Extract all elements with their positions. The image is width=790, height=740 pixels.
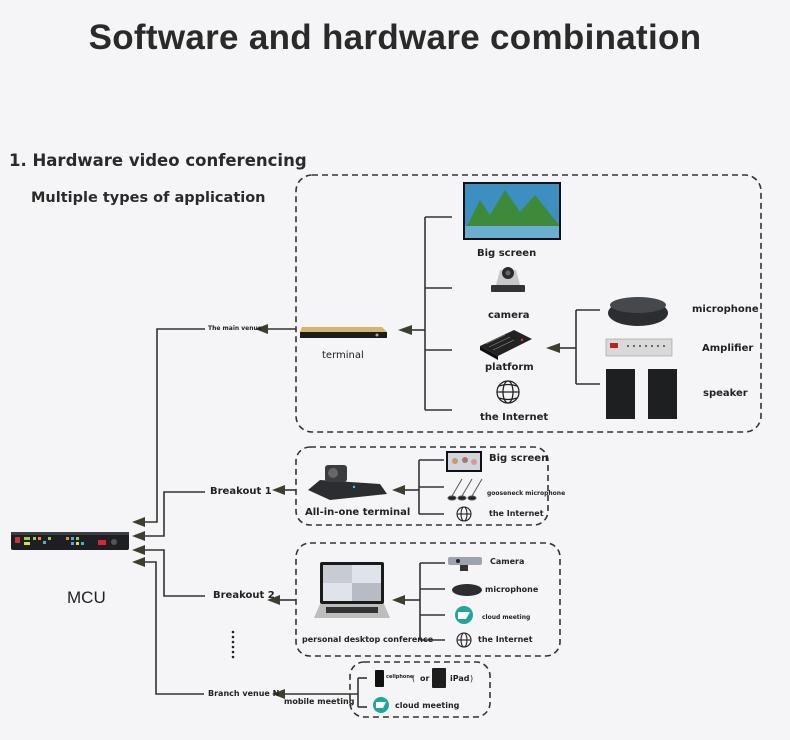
cellphone-icon — [375, 670, 384, 687]
cloud-meeting-icon — [455, 606, 473, 624]
mobile-meeting-label: mobile meeting — [284, 697, 355, 706]
webcam-icon — [448, 557, 482, 571]
camera-label: camera — [488, 310, 530, 321]
mcu-label: MCU — [67, 588, 106, 607]
branch-n-label: Branch venue N — [208, 689, 280, 698]
microphone-label: microphone — [485, 585, 539, 594]
camera-icon — [491, 267, 525, 292]
microphone-puck-icon — [452, 584, 482, 596]
breakout-1-label: Breakout 1 — [210, 486, 272, 497]
breakout-1-line — [140, 491, 205, 537]
section-heading: 1. Hardware video conferencing — [9, 151, 307, 170]
page-title: Software and hardware combination — [88, 18, 702, 57]
personal-desktop-conference-label: personal desktop conference — [302, 635, 434, 644]
amplifier-label: Amplifier — [702, 343, 754, 354]
ipad-label: iPad — [450, 674, 470, 683]
internet-label: the Internet — [478, 635, 533, 644]
arrow-mcu-4 — [132, 557, 145, 567]
terminal-label: terminal — [322, 350, 364, 361]
section-subheading: Multiple types of application — [31, 190, 266, 206]
branch-n-line — [140, 561, 204, 695]
arrow-laptop — [392, 595, 405, 605]
arrow-breakout-2 — [267, 595, 280, 605]
globe-icon — [456, 632, 472, 648]
arrow-platform — [546, 343, 560, 353]
arrow-breakout-1 — [272, 485, 285, 495]
gooseneck-microphone-icon — [447, 478, 483, 501]
breakout-2-line — [140, 549, 205, 597]
gooseneck-microphone-label: gooseneck microphone — [487, 490, 566, 497]
big-screen-icon — [463, 182, 561, 240]
microphone-puck-icon — [608, 297, 668, 326]
or-label: or — [420, 674, 430, 683]
camera-label: Camera — [490, 557, 525, 566]
main-venue-group-box — [295, 174, 762, 433]
mcu-device-icon — [11, 532, 129, 550]
big-screen-label: Big screen — [477, 248, 537, 259]
internet-label: the Internet — [480, 412, 549, 423]
arrow-mcu-2 — [132, 531, 145, 541]
open-paren: ( — [412, 674, 416, 683]
arrow-terminal — [398, 325, 412, 335]
arrow-main-venue — [255, 324, 268, 334]
arrow-branch-n — [272, 689, 285, 699]
close-paren: ) — [470, 674, 474, 683]
speaker-label: speaker — [703, 388, 748, 399]
cloud-meeting-label: cloud meeting — [482, 614, 531, 621]
amplifier-icon — [605, 338, 673, 357]
more-venues-dots — [231, 630, 235, 659]
branch-n-group-box — [349, 661, 491, 718]
terminal-device-icon — [300, 327, 387, 338]
cloud-meeting-icon — [373, 697, 389, 713]
all-in-one-terminal-label: All-in-one terminal — [305, 507, 411, 518]
ipad-icon — [432, 668, 446, 688]
breakout-2-label: Breakout 2 — [213, 590, 275, 601]
main-venue-branch-label: The main venue — [208, 325, 262, 332]
platform-mixer-icon — [480, 330, 532, 360]
globe-icon — [496, 380, 520, 404]
arrow-mcu-1 — [132, 517, 145, 527]
arrow-mcu-3 — [132, 545, 145, 555]
laptop-icon — [314, 562, 390, 618]
big-screen-icon — [446, 451, 482, 472]
cloud-meeting-label: cloud meeting — [395, 701, 460, 710]
big-screen-label: Big screen — [489, 453, 549, 464]
cellphone-label: cellphone — [386, 674, 414, 680]
breakout-1-group-box — [295, 446, 549, 526]
internet-label: the Internet — [489, 509, 544, 518]
speaker-icon — [606, 369, 677, 419]
microphone-label: microphone — [692, 304, 759, 315]
platform-label: platform — [485, 362, 534, 373]
all-in-one-terminal-icon — [308, 465, 387, 500]
main-venue-line — [140, 328, 205, 523]
arrow-aio — [392, 485, 405, 495]
globe-icon — [456, 506, 472, 522]
